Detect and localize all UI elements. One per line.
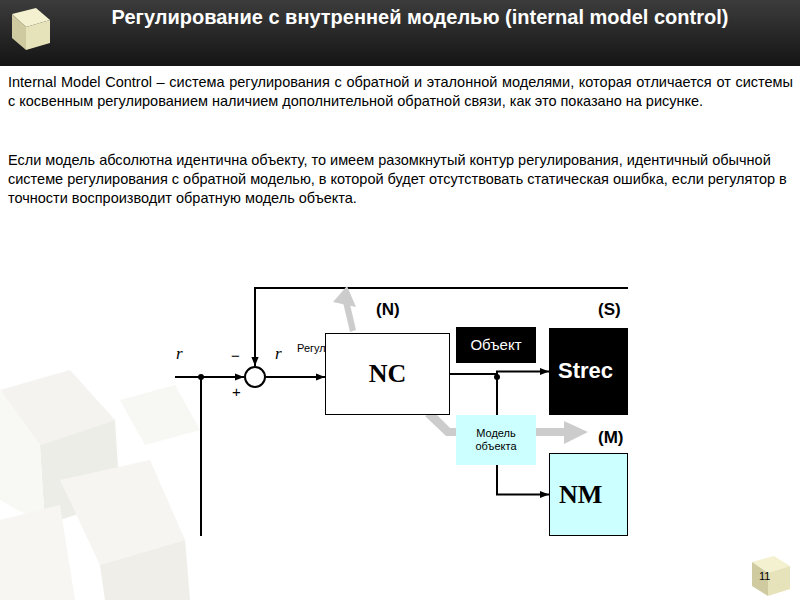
box-text: Модель объекта (456, 427, 536, 453)
box-text: NC (366, 358, 410, 389)
summing-junction (245, 367, 265, 387)
cube-icon (12, 8, 50, 50)
slide-number: 11 (759, 570, 770, 583)
block-tag: (S) (598, 300, 621, 320)
controller-box: NC (325, 333, 450, 415)
junction-dot (198, 374, 204, 380)
signal-name: r (275, 344, 282, 364)
box-text: NM (556, 479, 605, 510)
sign-minus: − (231, 347, 240, 365)
model-box: NM (549, 453, 628, 536)
paragraph: Internal Model Control – система регулир… (8, 73, 793, 111)
signal-wires (175, 288, 628, 536)
paragraph: Если модель абсолютна идентична объекту,… (8, 151, 793, 208)
signal-name: r (176, 344, 183, 364)
label-box: Объект (456, 327, 536, 363)
signal-connector (450, 374, 549, 495)
plant-box: Strec (549, 328, 628, 415)
header-bar (0, 0, 800, 66)
slide-title: Регулирование с внутренней моделью (inte… (80, 4, 760, 31)
label-box: Модель объекта (456, 415, 536, 465)
block-tag: (N) (376, 300, 400, 320)
box-text: Объект (467, 336, 524, 354)
cube-icon (752, 556, 790, 596)
block-tag: (M) (598, 428, 623, 448)
box-text: Strec (555, 358, 616, 384)
background-cubes (0, 370, 200, 600)
sign-plus: + (232, 383, 241, 401)
